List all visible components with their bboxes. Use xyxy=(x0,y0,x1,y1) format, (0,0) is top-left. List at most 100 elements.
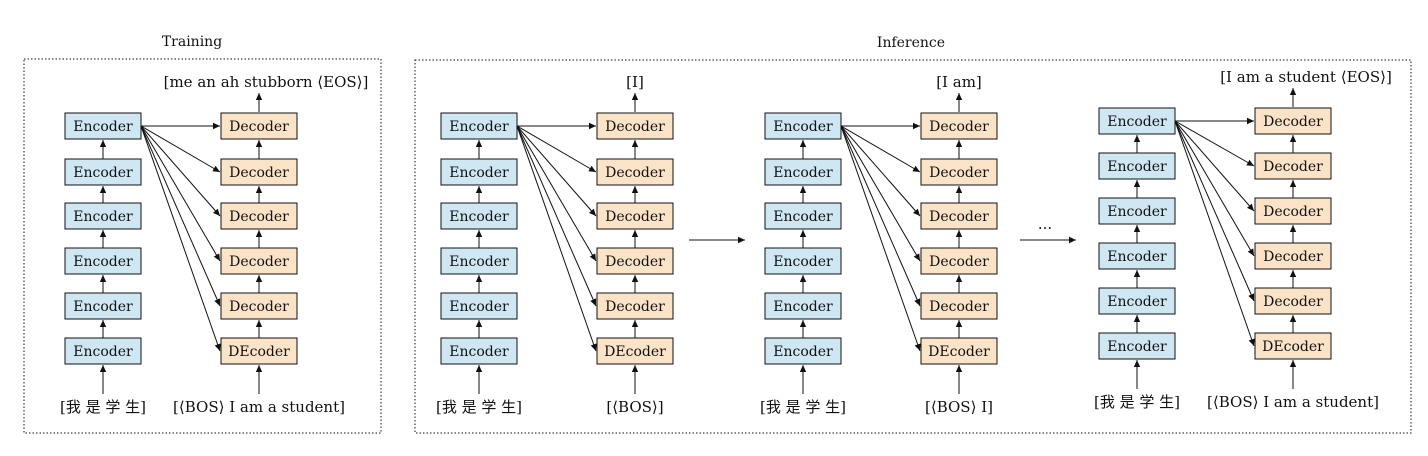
encoder-block: Encoder xyxy=(1098,107,1176,135)
encoder-block: Encoder xyxy=(440,247,518,275)
encoder-block: Encoder xyxy=(64,292,142,320)
decoder-output-label: [me an ah stubborn ⟨EOS⟩] xyxy=(164,73,369,91)
encoder-block: Encoder xyxy=(1098,332,1176,360)
decoder-label: Decoder xyxy=(605,165,665,181)
decoder-label: Decoder xyxy=(929,119,989,135)
encoder-label: Encoder xyxy=(1107,294,1167,310)
decoder-block: Decoder xyxy=(596,112,674,140)
encoder-label: Encoder xyxy=(773,165,833,181)
decoder-label: Decoder xyxy=(229,119,289,135)
decoder-block: Decoder xyxy=(596,158,674,186)
cross-attention-arrow xyxy=(1174,120,1255,302)
decoder-block: Decoder xyxy=(220,112,298,140)
cross-attention-arrow xyxy=(516,125,597,352)
inference-title: Inference xyxy=(877,35,945,51)
encoder-label: Encoder xyxy=(449,165,509,181)
decoder-block: DEcoder xyxy=(920,337,998,365)
training-panel xyxy=(23,58,382,434)
encoder-label: Encoder xyxy=(73,254,133,270)
decoder-block: Decoder xyxy=(220,247,298,275)
cross-attention-arrow xyxy=(1174,120,1255,347)
decoder-input-label: [⟨BOS⟩ I am a student] xyxy=(1207,393,1379,411)
encoder-block: Encoder xyxy=(1098,197,1176,225)
cross-attention-arrow xyxy=(140,125,221,307)
encoder-block: Encoder xyxy=(440,292,518,320)
decoder-input-label: [⟨BOS⟩ I am a student] xyxy=(173,398,345,416)
decoder-block: Decoder xyxy=(596,247,674,275)
decoder-block: Decoder xyxy=(920,112,998,140)
ellipsis-label: ··· xyxy=(1038,219,1052,237)
decoder-label: Decoder xyxy=(1263,249,1323,265)
inference-step-2: EncoderEncoderEncoderEncoderEncoderEncod… xyxy=(760,73,998,416)
decoder-label: Decoder xyxy=(1263,159,1323,175)
decoder-label: Decoder xyxy=(229,165,289,181)
inference-step-3: EncoderEncoderEncoderEncoderEncoderEncod… xyxy=(1094,68,1392,411)
encoder-label: Encoder xyxy=(449,209,509,225)
cross-attention-arrow xyxy=(840,125,921,307)
encoder-block: Encoder xyxy=(64,158,142,186)
encoder-input-label: [我 是 学 生] xyxy=(436,398,522,416)
encoder-block: Encoder xyxy=(440,202,518,230)
decoder-block: Decoder xyxy=(920,202,998,230)
decoder-block: Decoder xyxy=(1254,197,1332,225)
training-title: Training xyxy=(162,34,222,50)
encoder-block: Encoder xyxy=(764,292,842,320)
encoder-block: Encoder xyxy=(1098,152,1176,180)
encoder-block: Encoder xyxy=(440,158,518,186)
encoder-label: Encoder xyxy=(449,299,509,315)
decoder-block: DEcoder xyxy=(220,337,298,365)
decoder-label: Decoder xyxy=(929,254,989,270)
encoder-input-label: [我 是 学 生] xyxy=(760,398,846,416)
encoder-label: Encoder xyxy=(773,299,833,315)
cross-attention-arrow xyxy=(840,125,921,217)
cross-attention-arrow xyxy=(516,125,597,307)
decoder-label: DEcoder xyxy=(604,344,666,360)
inference-panel xyxy=(414,59,1412,434)
decoder-label: Decoder xyxy=(929,165,989,181)
encoder-block: Encoder xyxy=(64,202,142,230)
encoder-label: Encoder xyxy=(1107,114,1167,130)
decoder-label: Decoder xyxy=(1263,114,1323,130)
encoder-label: Encoder xyxy=(773,119,833,135)
decoder-block: Decoder xyxy=(596,292,674,320)
cross-attention-arrow xyxy=(140,125,221,352)
decoder-output-label: [I am a student ⟨EOS⟩] xyxy=(1220,68,1392,86)
encoder-label: Encoder xyxy=(773,209,833,225)
decoder-output-label: [I] xyxy=(626,73,644,91)
encoder-label: Encoder xyxy=(1107,159,1167,175)
decoder-label: Decoder xyxy=(229,209,289,225)
decoder-label: Decoder xyxy=(929,299,989,315)
encoder-block: Encoder xyxy=(1098,287,1176,315)
decoder-label: Decoder xyxy=(605,209,665,225)
decoder-block: Decoder xyxy=(220,202,298,230)
training-encoder-decoder: EncoderEncoderEncoderEncoderEncoderEncod… xyxy=(60,73,368,416)
decoder-block: Decoder xyxy=(1254,107,1332,135)
decoder-input-label: [⟨BOS⟩ I] xyxy=(925,398,993,416)
encoder-block: Encoder xyxy=(764,112,842,140)
encoder-label: Encoder xyxy=(449,119,509,135)
decoder-label: Decoder xyxy=(229,254,289,270)
encoder-block: Encoder xyxy=(764,337,842,365)
encoder-label: Encoder xyxy=(773,254,833,270)
encoder-label: Encoder xyxy=(449,344,509,360)
encoder-block: Encoder xyxy=(764,158,842,186)
encoder-label: Encoder xyxy=(773,344,833,360)
decoder-block: Decoder xyxy=(920,247,998,275)
cross-attention-arrow xyxy=(840,125,921,262)
decoder-input-label: [⟨BOS⟩] xyxy=(606,398,663,416)
cross-attention-arrow xyxy=(516,125,597,217)
encoder-input-label: [我 是 学 生] xyxy=(60,398,146,416)
decoder-label: DEcoder xyxy=(928,344,990,360)
decoder-block: Decoder xyxy=(1254,152,1332,180)
decoder-label: Decoder xyxy=(605,119,665,135)
encoder-label: Encoder xyxy=(73,209,133,225)
decoder-block: Decoder xyxy=(920,158,998,186)
decoder-label: DEcoder xyxy=(228,344,290,360)
cross-attention-arrow xyxy=(1174,120,1255,212)
decoder-block: Decoder xyxy=(1254,242,1332,270)
encoder-input-label: [我 是 学 生] xyxy=(1094,393,1180,411)
cross-attention-arrow xyxy=(1174,120,1255,257)
decoder-block: DEcoder xyxy=(596,337,674,365)
encoder-label: Encoder xyxy=(73,119,133,135)
